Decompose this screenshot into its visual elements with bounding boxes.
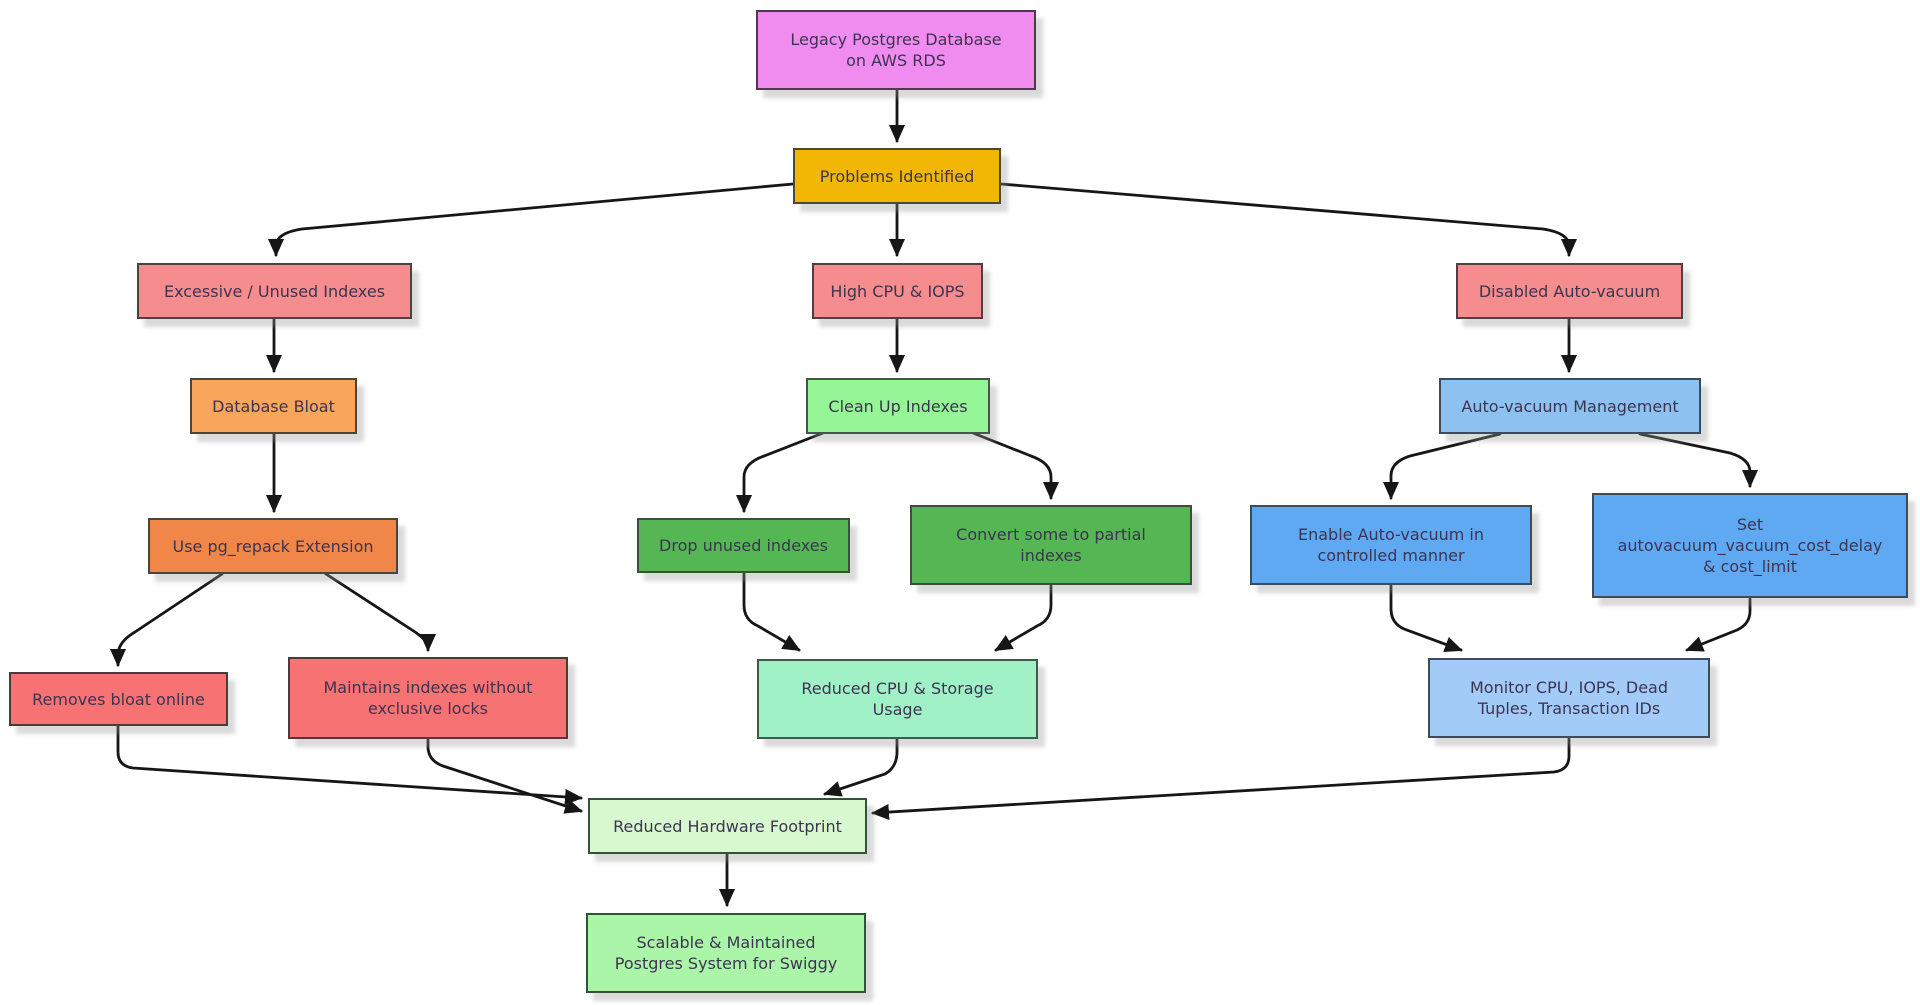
node-legacy-database: Legacy Postgres Database on AWS RDS [756,10,1036,90]
edge-problems-to-excessive [268,182,795,257]
edge-group [110,89,1758,907]
node-drop-unused-indexes: Drop unused indexes [637,518,850,573]
node-label: Monitor CPU, IOPS, Dead Tuples, Transact… [1469,678,1669,718]
node-label: Maintains indexes without exclusive lock… [323,678,533,718]
node-auto-vacuum-management: Auto-vacuum Management [1439,378,1701,434]
edge-convert-to-reducedcpu [994,584,1053,652]
edge-avmgmt-to-enable [1383,432,1502,500]
node-label: Reduced Hardware Footprint [613,816,842,836]
node-label: Reduced CPU & Storage Usage [801,679,994,719]
edge-maintains-to-reducedhw [426,738,583,814]
node-use-pg-repack-extension: Use pg_repack Extension [148,518,398,574]
node-reduced-cpu-storage-usage: Reduced CPU & Storage Usage [757,659,1038,739]
node-clean-up-indexes: Clean Up Indexes [806,378,990,434]
node-label: Auto-vacuum Management [1461,396,1679,416]
edge-pgrepack-to-maintains [324,572,436,652]
node-set-autovacuum-params: Set autovacuum_vacuum_cost_delay & cost_… [1592,493,1908,598]
node-maintains-indexes-without-locks: Maintains indexes without exclusive lock… [288,657,568,739]
node-label: Scalable & Maintained Postgres System fo… [614,933,838,973]
node-monitor-metrics: Monitor CPU, IOPS, Dead Tuples, Transact… [1428,658,1710,738]
node-label: Disabled Auto-vacuum [1478,281,1661,301]
node-removes-bloat-online: Removes bloat online [9,672,228,726]
node-label: Database Bloat [212,396,335,416]
node-label: Set autovacuum_vacuum_cost_delay & cost_… [1617,515,1883,576]
node-label: Clean Up Indexes [828,396,968,416]
node-label: Problems Identified [819,166,975,186]
node-reduced-hardware-footprint: Reduced Hardware Footprint [588,798,867,854]
edge-reducedcpu-to-reducedhw [823,738,899,797]
edge-pgrepack-to-removes [110,572,224,667]
node-label: Enable Auto-vacuum in controlled manner [1298,525,1484,565]
edge-avmgmt-to-setav [1638,432,1758,488]
edge-cleanup-to-convert [971,431,1059,500]
edge-setav-to-monitor [1685,597,1752,652]
node-label: Excessive / Unused Indexes [163,281,386,301]
edge-drop-to-reducedcpu [742,571,801,652]
edge-enable-to-monitor [1389,584,1463,652]
edge-problems-to-disabled [999,182,1577,257]
node-convert-partial-indexes: Convert some to partial indexes [910,505,1192,585]
node-scalable-maintained-system: Scalable & Maintained Postgres System fo… [586,913,866,993]
node-label: Legacy Postgres Database on AWS RDS [790,30,1002,70]
node-problems-identified: Problems Identified [793,148,1001,204]
node-excessive-unused-indexes: Excessive / Unused Indexes [137,263,412,319]
node-enable-auto-vacuum: Enable Auto-vacuum in controlled manner [1250,505,1532,585]
node-label: Use pg_repack Extension [172,536,374,556]
node-label: Convert some to partial indexes [956,525,1146,565]
node-disabled-auto-vacuum: Disabled Auto-vacuum [1456,263,1683,319]
edge-monitor-to-reducedhw [871,737,1571,821]
edge-cleanup-to-drop [736,431,825,513]
node-high-cpu-iops: High CPU & IOPS [812,263,983,319]
node-label: Removes bloat online [32,689,205,709]
node-database-bloat: Database Bloat [190,378,357,434]
node-label: Drop unused indexes [659,536,828,555]
node-label: High CPU & IOPS [830,281,965,301]
